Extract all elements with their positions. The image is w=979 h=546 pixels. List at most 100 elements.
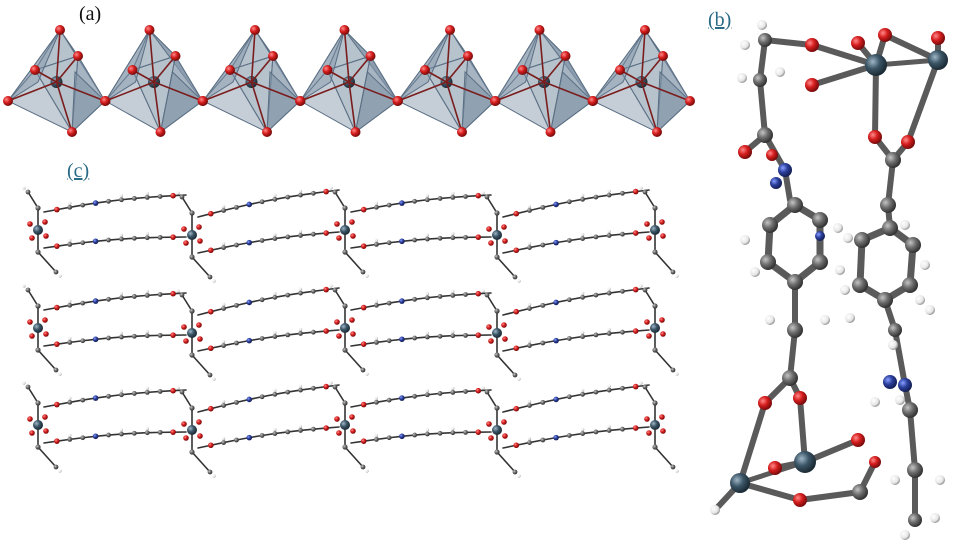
carbon-atom (593, 429, 599, 435)
bond (343, 29, 350, 83)
carbon-atom (35, 400, 41, 406)
carbon-atom (144, 333, 150, 339)
carbon-atom (119, 295, 124, 301)
carbon-atom (80, 202, 86, 208)
carbon-atom (35, 205, 41, 211)
carbon-atom (885, 152, 901, 168)
hydrogen-atom (451, 330, 455, 334)
linker (350, 386, 492, 408)
oxygen-atom (268, 51, 278, 61)
carbon-atom (374, 436, 379, 442)
bond (809, 62, 879, 88)
bond (202, 81, 253, 102)
oxygen-atom (323, 383, 329, 390)
bond (7, 81, 58, 102)
carbon-atom (35, 347, 41, 353)
carbon-atom (144, 292, 150, 298)
hydrogen-atom (835, 265, 845, 275)
metal-node (481, 191, 521, 283)
oxygen-atom (170, 332, 176, 338)
hydrogen-atom (750, 267, 760, 277)
carbon-atom (259, 433, 265, 438)
oxygen-atom (513, 405, 520, 412)
carbon-atom (386, 435, 392, 441)
oxygen-atom (196, 224, 202, 230)
carbon-atom (877, 292, 893, 308)
bond (757, 77, 768, 138)
carbon-atom (106, 432, 111, 438)
carbon-atom (374, 241, 379, 247)
oxygen-atom (475, 192, 482, 199)
nitrogen-atom (246, 337, 253, 344)
bond (654, 349, 674, 371)
oxygen-atom (501, 419, 507, 425)
carbon-atom (412, 237, 418, 243)
oxygen-atom (360, 438, 367, 444)
hydrogen-atom (900, 530, 910, 540)
hydrogen-atom (212, 377, 216, 381)
oxygen-atom (54, 304, 60, 311)
oxygen-atom (615, 65, 625, 75)
oxygen-atom (339, 25, 350, 35)
carbon-atom (463, 429, 468, 435)
carbon-atom (782, 370, 798, 386)
metal-node (176, 289, 216, 381)
hydrogen-atom (607, 327, 611, 332)
linker (350, 191, 492, 213)
hydrogen-atom (176, 289, 180, 293)
metal-atom (187, 230, 197, 240)
carbon-atom (342, 303, 348, 309)
oxygen-atom (29, 235, 35, 241)
hydrogen-atom (298, 424, 303, 429)
bond (344, 446, 364, 468)
oxygen-atom (208, 247, 214, 254)
carbon-atom (494, 254, 500, 260)
oxygen-atom (100, 96, 111, 106)
oxygen-atom (144, 25, 155, 35)
oxygen-atom (513, 308, 520, 315)
carbon-atom (450, 292, 456, 298)
bond (496, 354, 516, 376)
hydrogen-atom (639, 284, 643, 288)
oxygen-atom (646, 235, 652, 241)
hydrogen-atom (581, 232, 585, 237)
oxygen-atom (208, 308, 214, 315)
hydrogen-atom (298, 327, 303, 332)
oxygen-atom (54, 243, 60, 249)
carbon-atom (642, 287, 648, 293)
carbon-atom (285, 292, 291, 298)
linker (197, 229, 340, 254)
hydrogen-atom (870, 397, 880, 407)
nitrogen-atom (246, 434, 253, 441)
oxygen-atom (360, 401, 367, 408)
bond (640, 81, 691, 102)
oxygen-atom (768, 461, 782, 475)
carbon-atom (259, 336, 265, 341)
bond (334, 289, 346, 307)
carbon-atom (450, 430, 456, 436)
hydrogen-atom (890, 475, 900, 485)
carbon-atom (606, 428, 612, 433)
bond (445, 29, 451, 83)
carbon-atom (787, 322, 803, 338)
hydrogen-atom (451, 289, 455, 293)
carbon-atom (259, 394, 265, 400)
bond (348, 81, 357, 133)
metal-atom (865, 54, 887, 76)
hydrogen-atom (451, 232, 455, 236)
carbon-atom (80, 435, 86, 441)
hydrogen-atom (581, 193, 585, 197)
carbon-atom (652, 347, 658, 353)
oxygen-atom (644, 319, 650, 325)
carbon-atom (437, 294, 443, 299)
carbon-atom (450, 235, 456, 241)
carbon-atom (25, 189, 31, 195)
oxygen-atom (658, 51, 668, 61)
oxygen-atom (43, 233, 49, 239)
hydrogen-atom (58, 372, 62, 376)
bond (153, 81, 204, 102)
carbon-atom (652, 205, 658, 211)
hydrogen-atom (374, 201, 379, 205)
hydrogen-atom (451, 191, 455, 195)
carbon-atom (131, 391, 137, 396)
